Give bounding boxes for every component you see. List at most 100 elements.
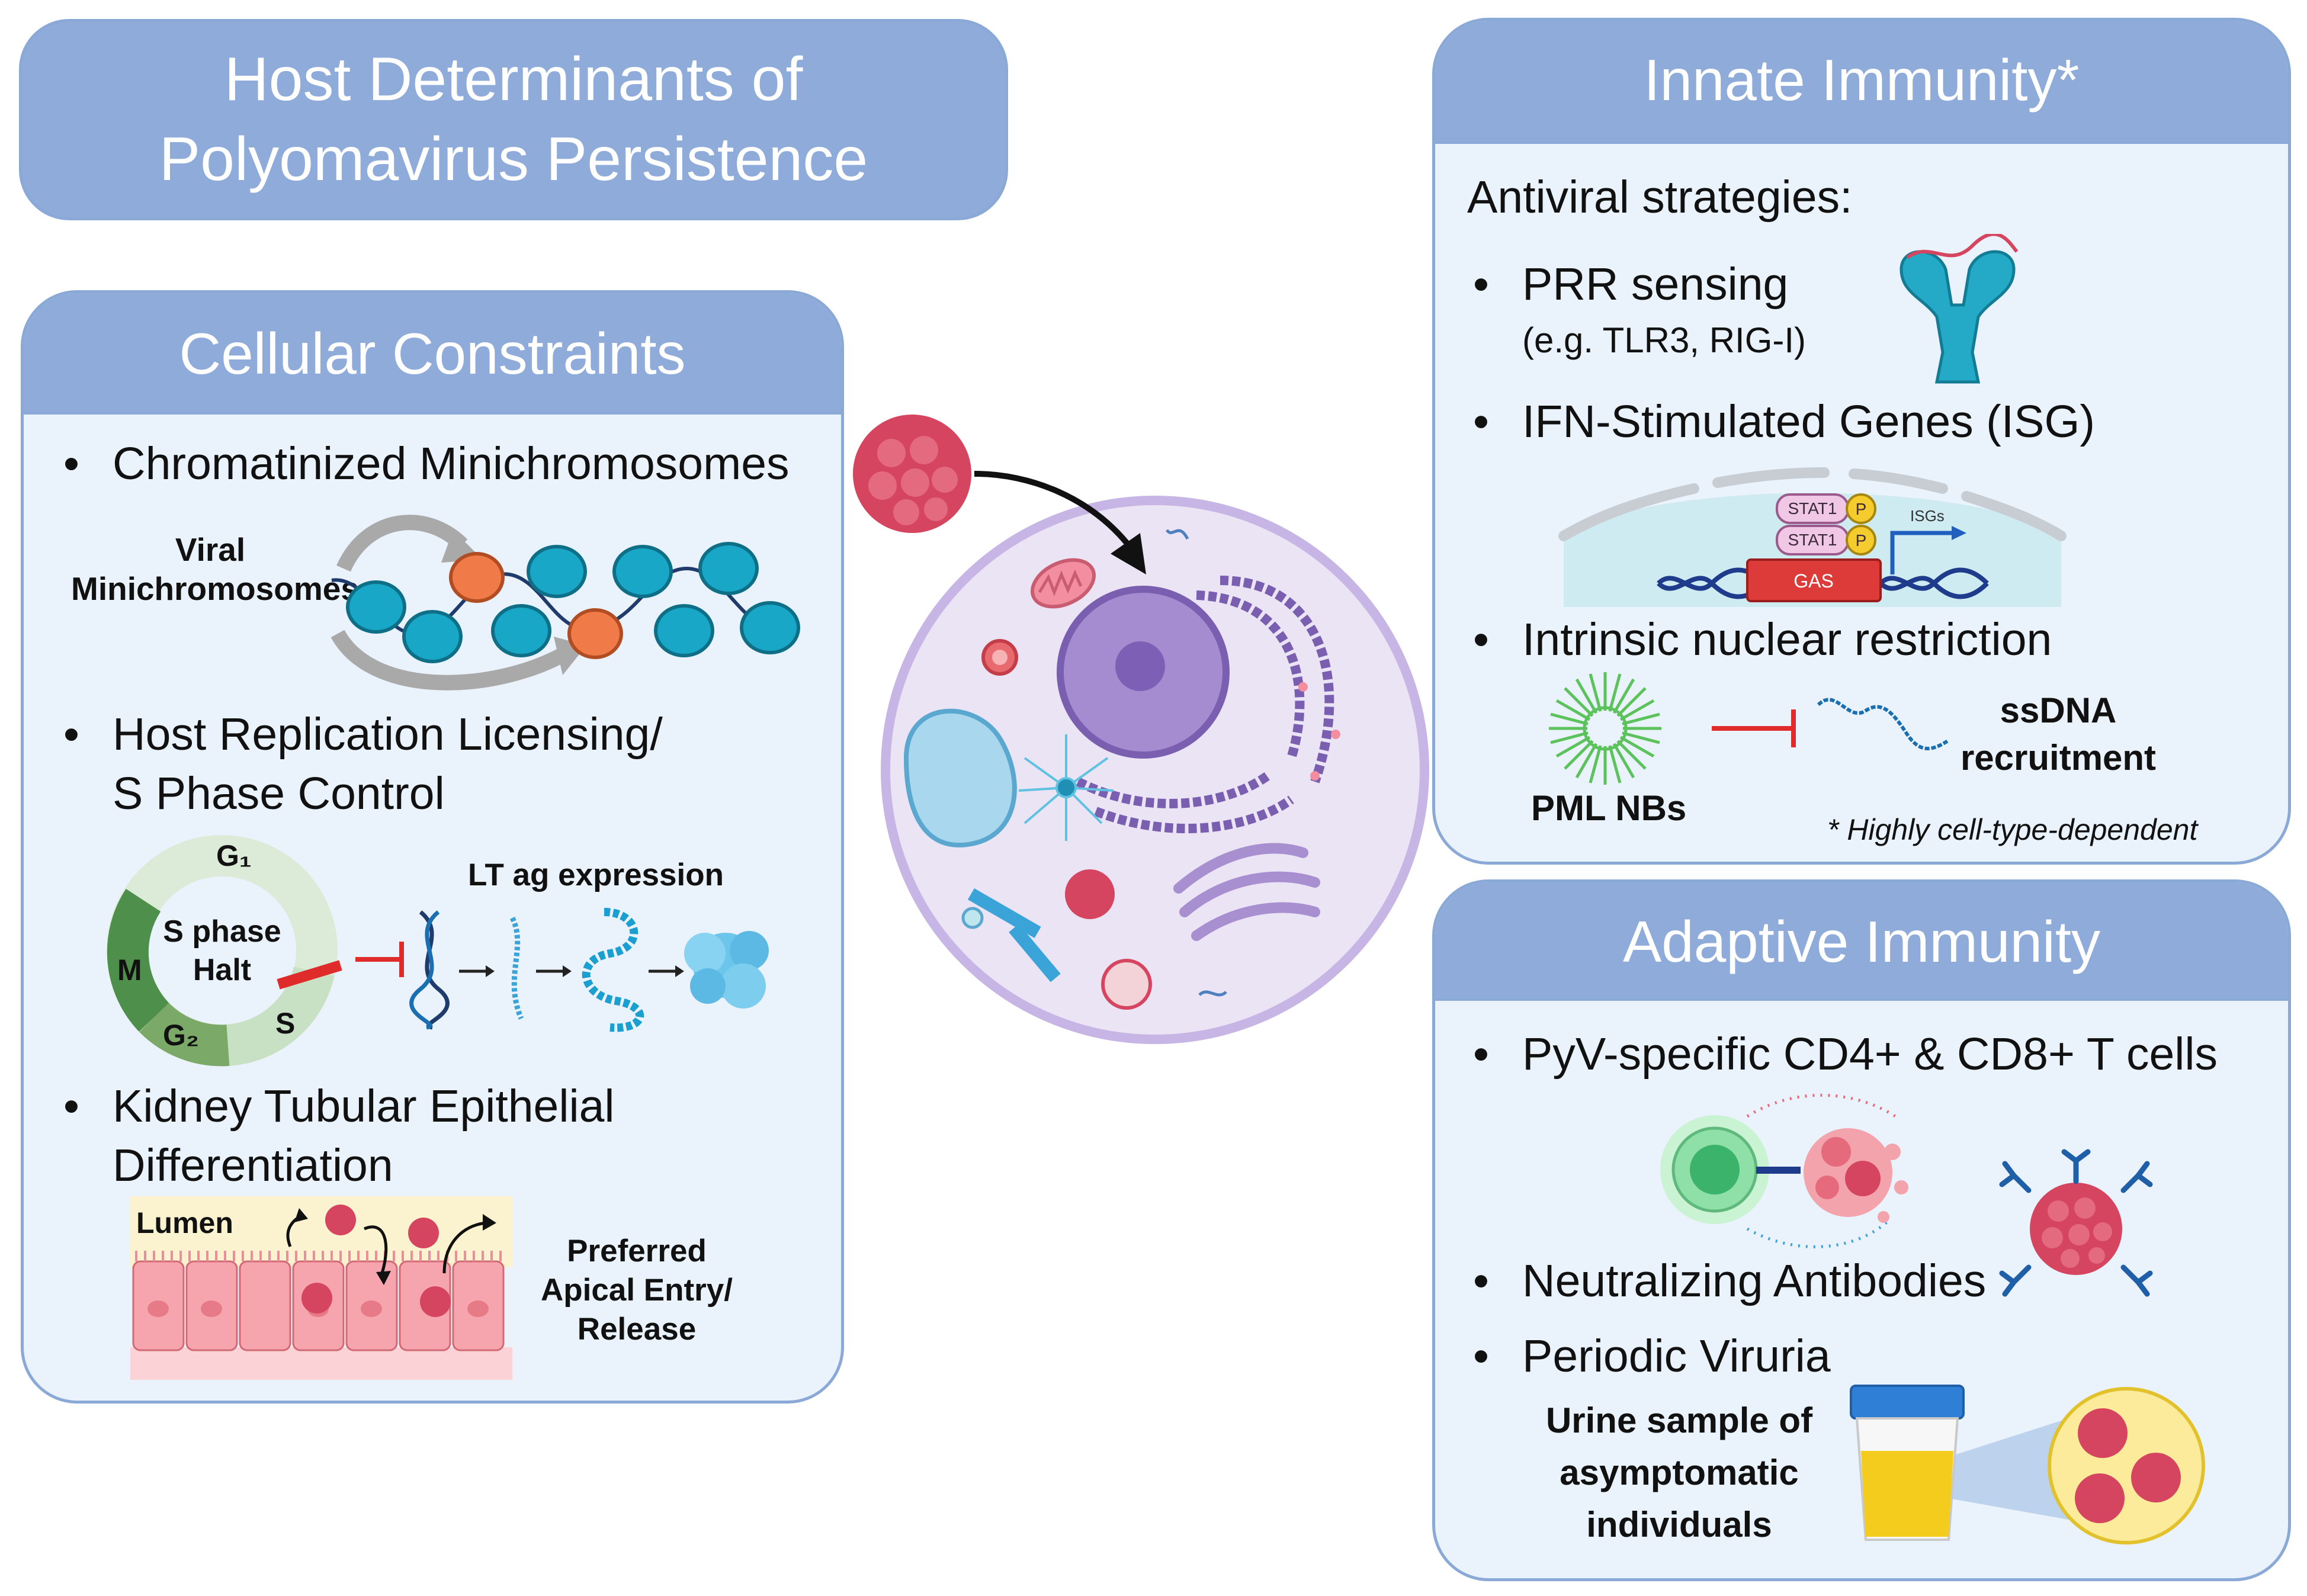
- innate-immunity-panel: Innate Immunity*: [1432, 18, 2291, 865]
- bullet-chromatinized-text: Chromatinized Minichromosomes: [113, 438, 790, 489]
- s-phase-halt-line1: S phase: [163, 914, 281, 949]
- magnified-view: [2048, 1387, 2205, 1544]
- mrna-fragment: [1165, 529, 1189, 540]
- bullet-viruria-text: Periodic Viruria: [1522, 1331, 1831, 1382]
- nucleosome: [654, 604, 714, 657]
- endoplasmic-reticulum: [1076, 576, 1334, 833]
- cup-lid: [1850, 1385, 1965, 1420]
- dna-double-helix: [419, 910, 450, 1030]
- bullet-prr-text: PRR sensing: [1522, 259, 1789, 310]
- urine-line1: Urine sample of: [1545, 1401, 1813, 1440]
- entry-arrow-head: [294, 1208, 308, 1222]
- release-arrow-2-head: [483, 1214, 496, 1231]
- cell-cycle-ring-m: [107, 888, 169, 1032]
- mitochondrion: [1031, 558, 1096, 609]
- bullet-replication-line1: Host Replication Licensing/: [113, 709, 663, 760]
- magnified-virion: [2075, 1473, 2125, 1523]
- bullet-dot: •: [63, 438, 79, 489]
- bullet-dot: •: [1473, 1255, 1489, 1306]
- bullet-neutralizing-antibodies: • Neutralizing Antibodies: [1473, 1251, 1987, 1311]
- bullet-kidney-epithelial: • Kidney Tubular Epithelial Differentiat…: [63, 1077, 615, 1195]
- lumen-label: Lumen: [136, 1206, 233, 1239]
- s-phase-halt-line2: Halt: [193, 953, 251, 987]
- arrow-2-head: [563, 965, 572, 977]
- virion: [325, 1205, 356, 1235]
- bullet-replication-line2: S Phase Control: [113, 768, 445, 819]
- antiviral-strategies-intro: Antiviral strategies:: [1467, 172, 1853, 223]
- bullet-kidney-line1: Kidney Tubular Epithelial: [113, 1081, 615, 1132]
- vesicle: [1310, 771, 1320, 781]
- preferred-apical-label: Preferred Apical Entry/ Release: [521, 1232, 752, 1349]
- folded-protein: [684, 931, 769, 1009]
- peroxisome: [961, 907, 984, 929]
- minichromosome-arrow-top: [336, 515, 468, 572]
- lt-ag-expression-label: LT ag expression: [468, 858, 724, 892]
- cytoskeleton-fiber: [1009, 924, 1061, 982]
- mrna-fragment: [1198, 990, 1227, 997]
- cell-cycle-g1-label: G₁: [216, 839, 252, 872]
- lt-ag-pathway: [355, 908, 769, 1032]
- adaptive-heading-text: Adaptive Immunity: [1622, 909, 2101, 974]
- arrow-3-head: [675, 965, 684, 977]
- figure-title-line2: Polyomavirus Persistence: [159, 125, 868, 194]
- pml-nb-core: [1587, 711, 1623, 746]
- virion-capsomeres: [2042, 1197, 2112, 1268]
- infected-cell: [1804, 1128, 1908, 1223]
- bullet-dot: •: [1473, 1029, 1489, 1080]
- viral-label-line1: Viral: [175, 531, 246, 568]
- bullet-replication-licensing: • Host Replication Licensing/ S Phase Co…: [63, 705, 663, 823]
- bullet-intrinsic-restriction: • Intrinsic nuclear restriction: [1473, 610, 2052, 669]
- virion: [408, 1218, 439, 1248]
- pml-nbs-label: PML NBs: [1531, 788, 1687, 828]
- urine-line3: individuals: [1586, 1505, 1772, 1544]
- minichromosome-illustration: [331, 515, 800, 691]
- bullet-kidney-line2: Differentiation: [113, 1140, 393, 1191]
- t-cell-killing-illustration: [1660, 1093, 1908, 1248]
- vesicle: [1298, 682, 1308, 692]
- nucleolus: [1115, 641, 1165, 691]
- granule-arc-bottom: [1746, 1219, 1891, 1248]
- cell-type-footnote: * Highly cell-type-dependent: [1827, 813, 2198, 846]
- viral-minichromosomes-label: Viral Minichromosomes: [71, 530, 359, 608]
- urine-sample-label: Urine sample of asymptomatic individuals: [1513, 1395, 1845, 1551]
- antibody-virion-illustration: [1999, 1149, 2153, 1297]
- basement-area: [130, 1347, 512, 1380]
- innate-immunity-heading: Innate Immunity*: [1435, 21, 2288, 144]
- preferred-line1: Preferred: [567, 1234, 707, 1269]
- figure-title-line1: Host Determinants of: [224, 45, 803, 114]
- lumen-area: [130, 1196, 512, 1267]
- internal-virion: [1065, 869, 1115, 919]
- tlr-receptor-body: [1899, 250, 2016, 384]
- viral-label-line2: Minichromosomes: [71, 570, 359, 607]
- pml-nb-illustration: [1549, 672, 1950, 785]
- nucleosome-row: [346, 542, 800, 663]
- tcr-complex: [1756, 1167, 1801, 1174]
- prr-examples: (e.g. TLR3, RIG-I): [1522, 320, 1807, 360]
- lysosome-core: [992, 650, 1007, 665]
- cell-cycle-ring-g2: [139, 1002, 230, 1067]
- cytoskeleton-fiber: [968, 888, 1041, 939]
- entry-arrow: [974, 471, 1131, 547]
- cellular-heading-text: Cellular Constraints: [179, 321, 686, 386]
- t-cell-nucleus: [1690, 1145, 1740, 1194]
- p-label-bottom: P: [1856, 531, 1867, 550]
- bullet-dot: •: [1473, 396, 1489, 447]
- gas-label: GAS: [1793, 570, 1834, 592]
- nucleosome: [740, 601, 800, 654]
- cell-cycle-g2-label: G₂: [163, 1019, 199, 1052]
- arrow-1-head: [486, 965, 495, 977]
- vacuole: [903, 708, 1017, 847]
- preferred-line3: Release: [577, 1312, 697, 1347]
- bullet-antibodies-text: Neutralizing Antibodies: [1522, 1255, 1987, 1306]
- figure-title: Host Determinants of Polyomavirus Persis…: [19, 19, 1008, 220]
- urine-sample-illustration: [1850, 1385, 2205, 1544]
- ssdna-recruitment-label: ssDNA recruitment: [1955, 687, 2162, 782]
- entry-arrow-head: [1111, 533, 1146, 574]
- transcription-arrow: [1890, 531, 1955, 574]
- bullet-dot: •: [1473, 614, 1489, 665]
- nucleosome: [402, 610, 463, 663]
- nucleosome-orange: [449, 552, 505, 603]
- bullet-chromatinized: • Chromatinized Minichromosomes: [63, 434, 790, 493]
- urine-line2: asymptomatic: [1560, 1453, 1799, 1492]
- nucleosome: [698, 542, 759, 595]
